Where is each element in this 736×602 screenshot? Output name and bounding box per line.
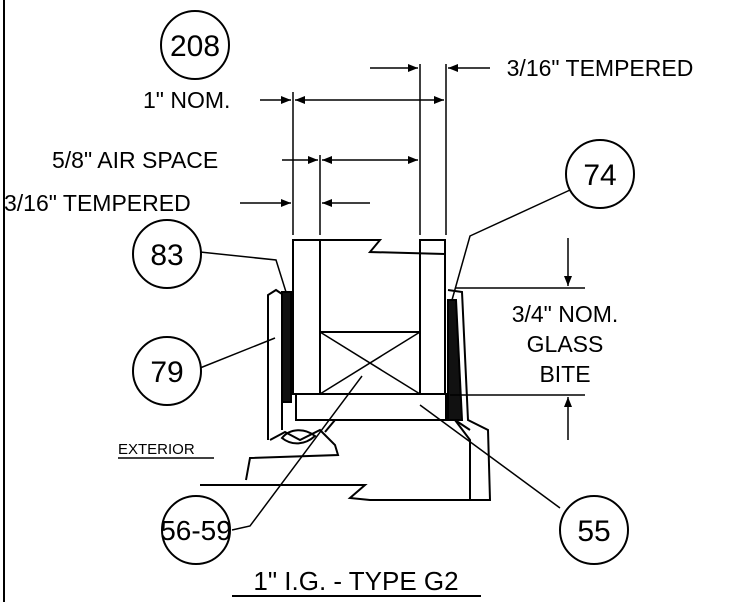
leader-55 (419, 404, 561, 509)
bite-label-line2: GLASS (527, 331, 604, 357)
sill-profile (245, 428, 340, 481)
exterior-stop-leg (267, 288, 283, 440)
glass-break-line (293, 239, 446, 255)
callout-55: 55 (559, 495, 629, 565)
dim-arrowhead-air-a (322, 156, 332, 164)
callout-208: 208 (160, 10, 230, 80)
exterior-label: EXTERIOR (118, 441, 195, 458)
callout-number: 79 (150, 356, 183, 389)
dim-arrowhead-nom-a (295, 96, 305, 104)
glass-unit (292, 239, 447, 421)
dimension-lines (240, 64, 585, 440)
callout-bubble (565, 139, 635, 209)
bite-label-line1: 3/4" NOM. (512, 301, 619, 327)
callout-number: 74 (583, 159, 616, 192)
exterior-gasket (281, 291, 292, 403)
detail-title: 1" I.G. - TYPE G2 (253, 566, 458, 596)
leader-83 (199, 251, 287, 293)
dim-arrowhead-air-b (408, 156, 418, 164)
frame-break-line (200, 484, 490, 501)
callout-bubble (559, 495, 629, 565)
frame-extrusion (200, 288, 492, 501)
leader-74 (451, 189, 571, 301)
leader-79 (199, 337, 276, 369)
callout-bubble (160, 10, 230, 80)
glazing-pocket-floor (324, 419, 471, 433)
dim-label-tempered-inner: 3/16" TEMPERED (507, 55, 694, 81)
callout-79: 79 (132, 336, 202, 406)
callout-83: 83 (132, 219, 202, 289)
interior-stop-leg (447, 289, 492, 501)
dim-label-tempered-outer: 3/16" TEMPERED (4, 190, 191, 216)
callout-number: 55 (577, 515, 610, 548)
dim-label-nominal: 1" NOM. (143, 87, 230, 113)
dim-arrowhead-nom-b (434, 96, 444, 104)
callout-74: 74 (565, 139, 635, 209)
callout-number: 83 (150, 239, 183, 272)
spacer-cross-b (319, 331, 421, 395)
bite-label-line3: BITE (539, 361, 590, 387)
callout-bubble (161, 495, 231, 565)
outer-glass-lite (292, 239, 321, 395)
callout-56-59: 56-59 (160, 495, 232, 565)
callout-bubble (132, 219, 202, 289)
inner-glass-lite (419, 239, 446, 395)
dim-label-air-space: 5/8" AIR SPACE (52, 147, 218, 173)
interior-gasket (447, 299, 464, 421)
callout-bubble (132, 336, 202, 406)
weather-strip (280, 429, 317, 445)
callout-number: 208 (170, 30, 220, 63)
callout-number: 56-59 (160, 515, 232, 546)
leader-56-59 (231, 375, 363, 531)
leader-lines (199, 189, 571, 531)
